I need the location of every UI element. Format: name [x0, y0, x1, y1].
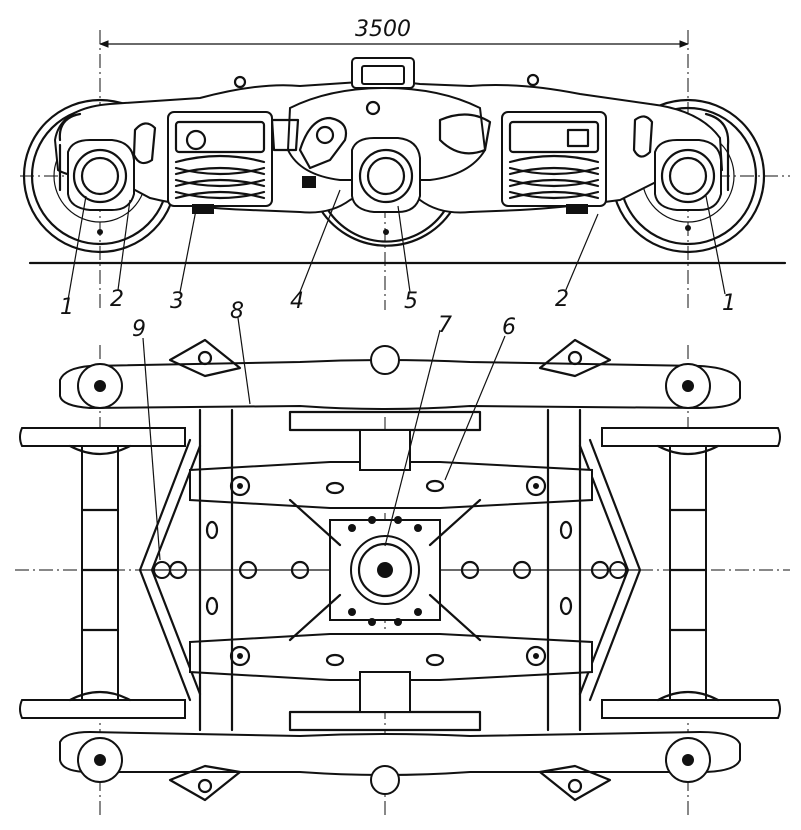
left-axle-box	[58, 112, 135, 211]
plan-center-plate	[329, 516, 441, 626]
center-axle-box	[351, 137, 421, 213]
plan-bottom-side-frame	[59, 730, 741, 776]
leader-lines	[67, 189, 726, 561]
label-bolster-top: 6	[502, 315, 516, 340]
plan-bolt-rows	[140, 560, 640, 580]
bolster-end-lever	[298, 116, 348, 188]
plan-right-wheelset	[601, 363, 781, 783]
bolster-body	[286, 86, 487, 181]
label-axle-box-left: 1	[60, 295, 74, 320]
wheelbase-dimension-text: 3500	[355, 17, 411, 42]
label-bolster-end: 4	[290, 289, 304, 314]
middle-wheel	[316, 203, 457, 247]
label-side-frame-left: 2	[110, 287, 124, 312]
label-side-frame-right: 2	[555, 287, 569, 312]
plan-corner-brackets	[168, 338, 612, 802]
label-spring-set: 3	[170, 289, 184, 314]
left-spring-set	[167, 111, 273, 214]
plan-top-side-frame	[59, 359, 741, 410]
plan-left-wheelset	[19, 363, 186, 783]
wheelbase-dimension: 3500	[99, 17, 689, 48]
plan-diagonal-braces	[288, 498, 482, 642]
right-spring-set	[501, 111, 607, 214]
plan-brake-beams	[189, 461, 593, 681]
label-brake-beam: 8	[230, 299, 244, 324]
label-center-box: 5	[404, 289, 418, 314]
right-axle-box	[654, 112, 730, 211]
label-center-plate: 7	[438, 313, 452, 338]
part-labels: 1 2 3 4 5 2 1 9 8 7 6	[60, 287, 736, 342]
label-axle-box-right: 1	[722, 291, 736, 316]
plan-view	[19, 338, 781, 802]
label-brake-link: 9	[132, 317, 146, 342]
side-view	[22, 57, 787, 265]
